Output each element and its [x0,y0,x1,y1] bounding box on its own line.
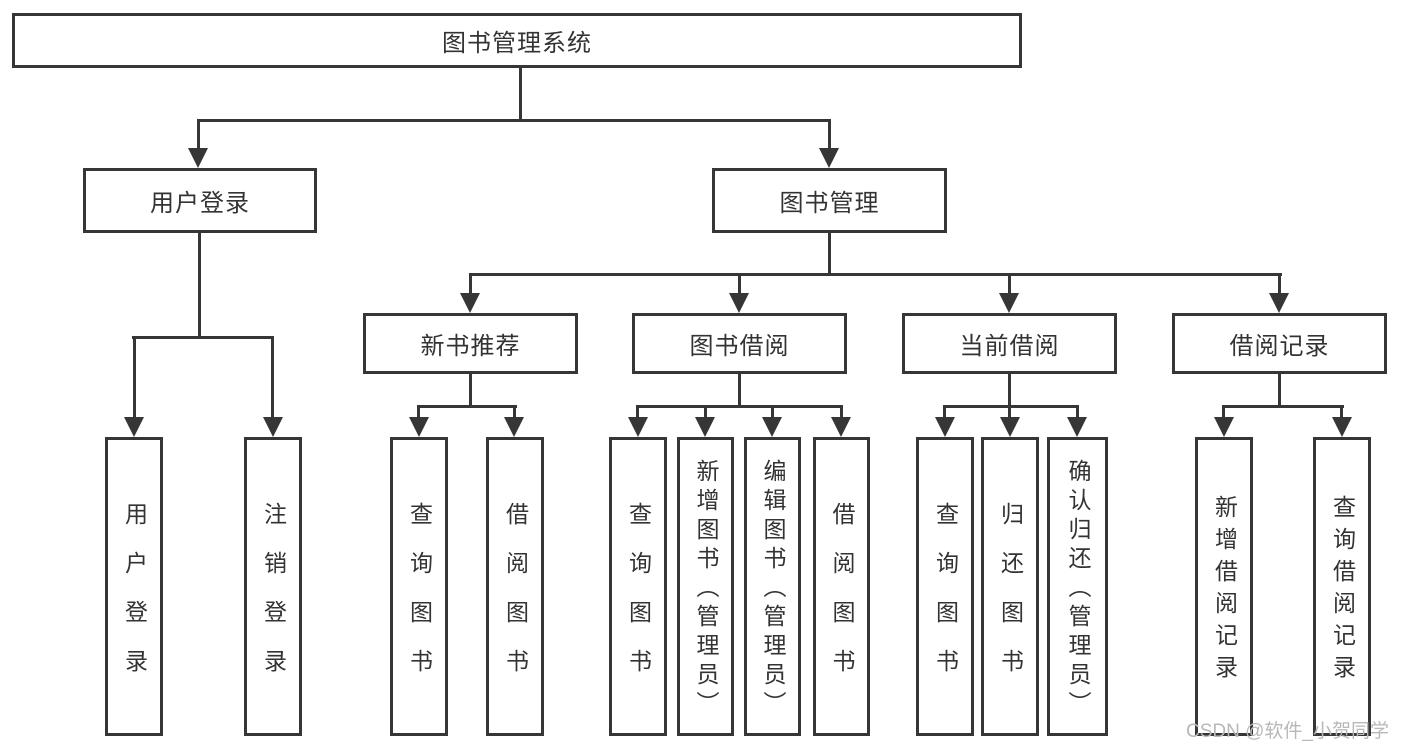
connector-line [1008,372,1011,407]
arrow-down-icon [628,417,648,437]
leaf-return-book: 归还图书 [981,437,1039,736]
arrow-down-icon [762,417,782,437]
watermark: CSDN @软件_小贺同学 [1186,721,1389,742]
node-book-management: 图书管理 [712,168,947,233]
arrow-down-icon [504,417,524,437]
leaf-user-login: 用户登录 [105,437,163,736]
connector-line [1278,372,1281,407]
leaf-query-borrow-record: 查询借阅记录 [1313,437,1371,736]
connector-line [738,372,741,407]
arrow-down-icon [999,293,1019,313]
connector-line [840,405,843,419]
leaf-query-borrow-record-label: 查询借阅记录 [1329,495,1356,687]
arrow-down-icon [729,293,749,313]
arrow-down-icon [124,417,144,437]
leaf-add-borrow-record: 新增借阅记录 [1195,437,1253,736]
connector-line [519,65,522,121]
arrow-down-icon [188,148,208,168]
arrow-down-icon [1214,417,1234,437]
connector-line [198,231,201,337]
leaf-query-book-current: 查询图书 [916,437,974,736]
arrow-down-icon [695,417,715,437]
node-root: 图书管理系统 [12,13,1022,68]
leaf-confirm-return-admin: 确认归还（管理员） [1047,437,1108,736]
node-user-login: 用户登录 [83,168,317,233]
arrow-down-icon [1269,293,1289,313]
leaf-borrow-book-recommend-label: 借阅图书 [502,501,529,698]
connector-line [469,273,472,295]
connector-line [1008,405,1011,419]
node-borrow-records: 借阅记录 [1172,313,1387,374]
connector-line [469,372,472,407]
arrow-down-icon [460,293,480,313]
node-new-book-recommend-label: 新书推荐 [420,333,521,360]
leaf-logout: 注销登录 [244,437,302,736]
leaf-query-book-borrow-label: 查询图书 [625,501,652,698]
node-book-borrow: 图书借阅 [632,313,847,374]
leaf-logout-label: 注销登录 [260,501,287,698]
leaf-user-login-label: 用户登录 [121,501,148,698]
connector-line [1076,405,1079,419]
leaf-borrow-book: 借阅图书 [813,437,870,736]
node-current-borrow: 当前借阅 [902,313,1117,374]
connector-line [417,405,517,408]
leaf-add-book-admin-label: 新增图书（管理员） [693,459,719,720]
connector-line [469,273,1282,276]
connector-line [1222,405,1344,408]
connector-line [828,119,831,150]
node-current-borrow-label: 当前借阅 [959,333,1060,360]
arrow-down-icon [1067,417,1087,437]
node-borrow-records-label: 借阅记录 [1229,333,1330,360]
leaf-query-book-recommend-label: 查询图书 [406,501,433,698]
arrow-down-icon [1000,417,1020,437]
connector-line [417,405,420,419]
connector-line [704,405,707,419]
arrow-down-icon [409,417,429,437]
arrow-down-icon [819,148,839,168]
connector-line [513,405,516,419]
connector-line [828,231,831,275]
leaf-add-borrow-record-label: 新增借阅记录 [1211,495,1238,687]
connector-line [271,336,274,419]
leaf-query-book-recommend: 查询图书 [390,437,448,736]
arrow-down-icon [263,417,283,437]
node-root-label: 图书管理系统 [442,30,592,57]
leaf-query-book-borrow: 查询图书 [609,437,667,736]
leaf-edit-book-admin: 编辑图书（管理员） [744,437,801,736]
connector-line [738,273,741,295]
connector-line [1278,273,1281,295]
leaf-confirm-return-admin-label: 确认归还（管理员） [1065,459,1091,720]
node-new-book-recommend: 新书推荐 [363,313,578,374]
leaf-borrow-book-recommend: 借阅图书 [486,437,544,736]
connector-line [197,119,200,150]
connector-line [771,405,774,419]
connector-line [1340,405,1343,419]
connector-line [636,405,639,419]
leaf-borrow-book-label: 借阅图书 [829,501,855,698]
arrow-down-icon [1332,417,1352,437]
arrow-down-icon [935,417,955,437]
connector-line [636,405,843,408]
connector-line [197,119,831,122]
connector-line [1222,405,1225,419]
leaf-add-book-admin: 新增图书（管理员） [677,437,734,736]
connector-line [1008,273,1011,295]
node-book-management-label: 图书管理 [779,190,880,217]
connector-line [132,336,274,339]
connector-line [133,336,136,419]
leaf-query-book-current-label: 查询图书 [932,501,959,698]
connector-line [943,405,946,419]
arrow-down-icon [831,417,851,437]
leaf-return-book-label: 归还图书 [997,501,1024,698]
node-user-login-label: 用户登录 [150,190,250,217]
connector-line [943,405,1079,408]
leaf-edit-book-admin-label: 编辑图书（管理员） [760,459,786,720]
node-book-borrow-label: 图书借阅 [689,333,790,360]
